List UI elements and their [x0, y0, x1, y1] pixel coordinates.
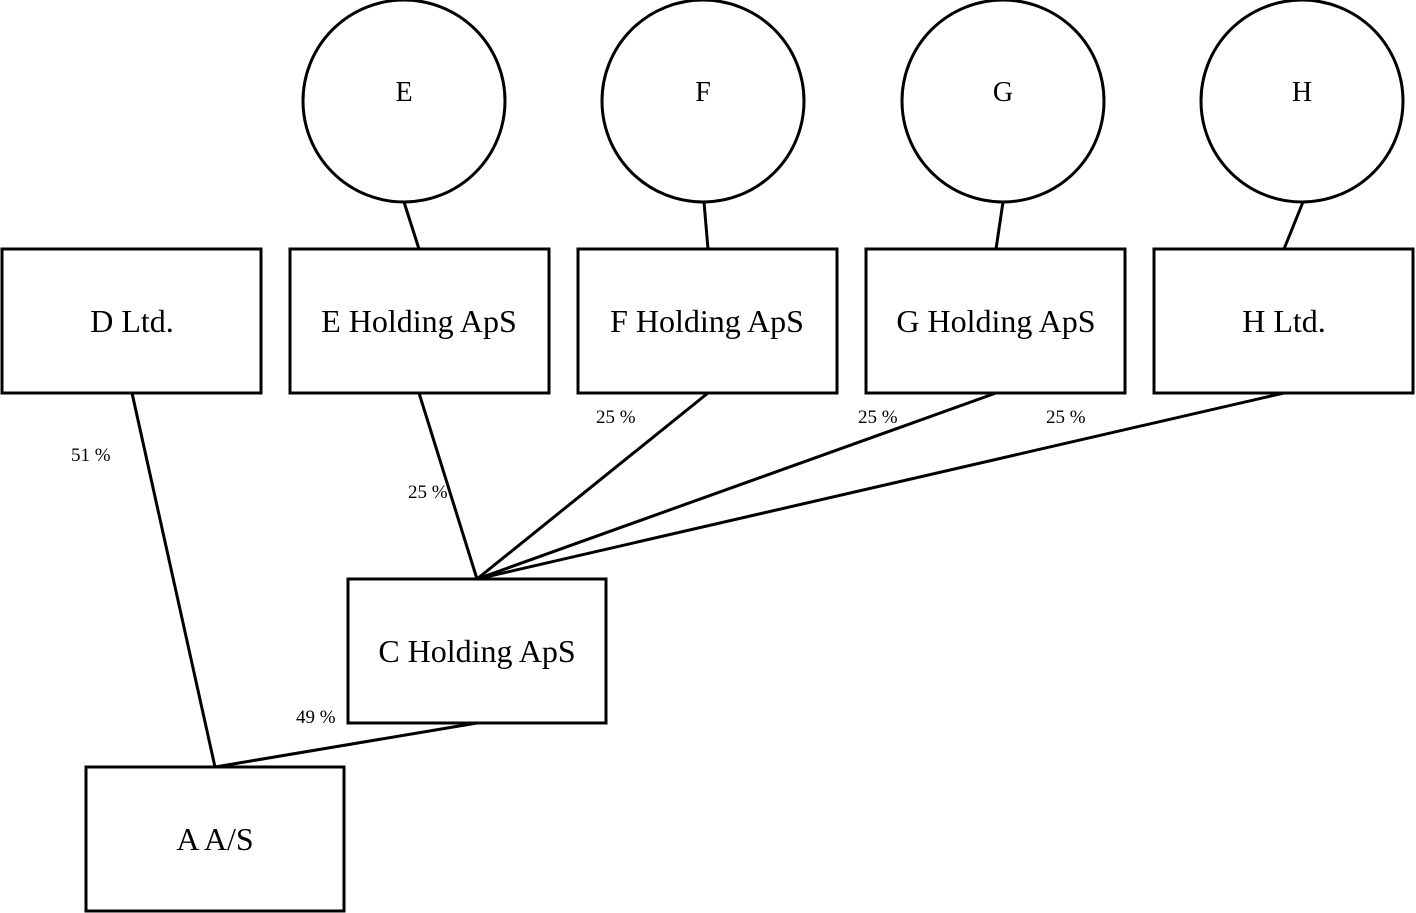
person-f-circle: [600, 0, 806, 204]
pct-g-to-c: 25 %: [858, 407, 898, 428]
company-g-holding-label: G Holding ApS: [896, 303, 1095, 339]
edge-d-ltd-to-a-as: [130, 392, 217, 768]
company-f-holding: F Holding ApS: [576, 247, 839, 395]
person-g-label: G: [993, 77, 1013, 108]
company-d-ltd-label: D Ltd.: [90, 303, 174, 339]
person-e-circle: [301, 0, 507, 204]
company-d-ltd-box: [0, 247, 263, 395]
person-h-label: H: [1292, 77, 1312, 108]
person-f: F: [600, 0, 806, 204]
company-h-ltd: H Ltd.: [1152, 247, 1415, 395]
edge-f-holding-to-c-holding: [476, 391, 709, 581]
company-h-ltd-label: H Ltd.: [1242, 303, 1326, 339]
pct-f-to-c: 25 %: [596, 407, 636, 428]
pct-e-to-c: 25 %: [408, 482, 448, 503]
connector-lines: [130, 201, 1305, 769]
person-e: E: [301, 0, 507, 204]
pct-h-to-c: 25 %: [1046, 407, 1086, 428]
edge-g-holding-to-c-holding: [476, 391, 997, 581]
company-a-as-label: A A/S: [176, 821, 253, 857]
person-g: G: [900, 0, 1106, 204]
company-f-holding-box: [576, 247, 839, 395]
person-h-circle: [1199, 0, 1405, 204]
company-d-ltd: D Ltd.: [0, 247, 263, 395]
company-g-holding: G Holding ApS: [864, 247, 1127, 395]
edge-h-ltd-to-c-holding: [476, 391, 1285, 581]
company-h-ltd-box: [1152, 247, 1415, 395]
pct-d-to-a: 51 %: [71, 445, 111, 466]
company-e-holding: E Holding ApS: [288, 247, 551, 395]
edge-g-person-to-g-holding: [994, 201, 1005, 250]
company-c-holding: C Holding ApS: [346, 577, 608, 725]
edge-h-person-to-h-ltd: [1282, 201, 1305, 250]
person-h: H: [1199, 0, 1405, 204]
company-a-as: A A/S: [84, 765, 346, 913]
person-e-label: E: [395, 77, 412, 108]
ownership-labels: 51 % 25 % 25 % 25 % 25 % 49 %: [71, 407, 1086, 728]
edge-c-holding-to-a-as: [214, 721, 478, 769]
person-f-label: F: [695, 77, 711, 108]
company-c-holding-label: C Holding ApS: [378, 633, 575, 669]
edge-e-person-to-e-holding: [402, 201, 421, 250]
pct-c-to-a: 49 %: [296, 707, 336, 728]
company-a-as-box: [84, 765, 346, 913]
company-e-holding-box: [288, 247, 551, 395]
company-f-holding-label: F Holding ApS: [610, 303, 804, 339]
company-c-holding-box: [346, 577, 608, 725]
company-g-holding-box: [864, 247, 1127, 395]
edge-e-holding-to-c-holding: [417, 392, 479, 580]
edge-f-person-to-f-holding: [702, 201, 710, 250]
person-g-circle: [900, 0, 1106, 204]
company-e-holding-label: E Holding ApS: [321, 303, 517, 339]
